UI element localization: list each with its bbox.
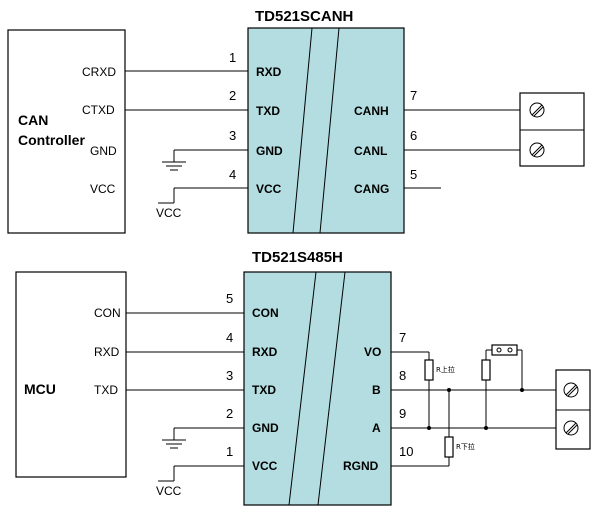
bottom-pin-num-5: 5: [226, 291, 233, 306]
top-pin-num-4: 4: [229, 167, 236, 182]
bottom-chip-pin-vo: VO: [364, 345, 381, 359]
termination-resistor-icon: [481, 359, 491, 381]
bottom-pin-num-7: 7: [399, 330, 406, 345]
top-ground-icon: [162, 150, 186, 171]
top-wires: [125, 70, 520, 189]
can-controller-label-1: CAN: [18, 112, 48, 128]
bottom-chip-pin-txd: TXD: [252, 383, 276, 397]
bottom-vcc-icon: [158, 466, 175, 482]
top-pin-num-1: 1: [229, 50, 236, 65]
bottom-pin-num-9: 9: [399, 406, 406, 421]
bottom-pin-num-2: 2: [226, 406, 233, 421]
can-controller-box: [7, 29, 126, 234]
bottom-right-wires: [391, 349, 556, 467]
top-chip-pin-canh: CANH: [354, 104, 389, 118]
bottom-chip-isolation-line-1: [288, 271, 317, 506]
top-chip-pin-canl: CANL: [354, 144, 387, 158]
ctrl-pin-crxd: CRXD: [82, 65, 116, 79]
bottom-chip-pin-gnd: GND: [252, 421, 279, 435]
bottom-pin-num-10: 10: [399, 444, 413, 459]
bottom-chip-pin-vcc: VCC: [252, 459, 278, 473]
top-chip-isolation-line-1: [292, 27, 313, 234]
bottom-pin-num-8: 8: [399, 368, 406, 383]
bottom-chip-pin-a: A: [372, 421, 381, 435]
bottom-chip-pin-b: B: [372, 383, 381, 397]
bottom-chip-pin-rxd: RXD: [252, 345, 278, 359]
pullup-resistor-icon: [424, 359, 434, 381]
mcu-pin-rxd: RXD: [94, 345, 120, 359]
bottom-left-wires: [126, 312, 244, 467]
pullup-resistor-label: R上拉: [436, 365, 455, 374]
ctrl-pin-gnd: GND: [90, 144, 117, 158]
top-chip-pin-cang: CANG: [354, 182, 389, 196]
bottom-pin-num-1: 1: [226, 444, 233, 459]
top-pin-num-7: 7: [410, 88, 417, 103]
bottom-chip-pin-con: CON: [252, 306, 279, 320]
top-pin-num-5: 5: [410, 167, 417, 182]
top-terminal-block-icon: [519, 92, 585, 167]
pulldown-resistor-label: R下拉: [456, 442, 475, 451]
top-chip-pin-vcc: VCC: [256, 182, 282, 196]
top-chip-body: [247, 27, 405, 234]
mcu-box: [15, 271, 127, 478]
mcu-pin-con: CON: [94, 306, 121, 320]
bottom-chip-body: [243, 271, 392, 506]
can-controller-label-2: Controller: [18, 132, 85, 148]
mcu-label: MCU: [24, 381, 56, 397]
top-chip-isolation-line-2: [319, 27, 340, 234]
ctrl-pin-ctxd: CTXD: [82, 103, 115, 117]
bottom-chip-isolation-line-2: [317, 271, 346, 506]
top-chip-pin-txd: TXD: [256, 104, 280, 118]
bottom-terminal-block-icon: [555, 369, 591, 450]
top-pin-num-6: 6: [410, 128, 417, 143]
bottom-pin-num-4: 4: [226, 330, 233, 345]
bottom-chip-pin-rgnd: RGND: [343, 459, 379, 473]
top-chip-pin-rxd: RXD: [256, 65, 282, 79]
junction-dots: [427, 388, 524, 430]
bottom-title: TD521S485H: [252, 249, 343, 266]
top-title: TD521SCANH: [255, 8, 353, 25]
top-vcc-label: VCC: [156, 206, 182, 220]
bottom-ground-icon: [162, 428, 186, 449]
mcu-pin-txd: TXD: [94, 383, 118, 397]
bottom-vcc-label: VCC: [156, 484, 182, 498]
ctrl-pin-vcc: VCC: [90, 182, 116, 196]
pulldown-resistor-icon: [444, 436, 454, 458]
top-vcc-icon: [158, 188, 175, 204]
jumper-switch-icon: [491, 344, 518, 356]
bottom-pin-num-3: 3: [226, 368, 233, 383]
top-pin-num-2: 2: [229, 88, 236, 103]
top-chip-pin-gnd: GND: [256, 144, 283, 158]
top-pin-num-3: 3: [229, 128, 236, 143]
